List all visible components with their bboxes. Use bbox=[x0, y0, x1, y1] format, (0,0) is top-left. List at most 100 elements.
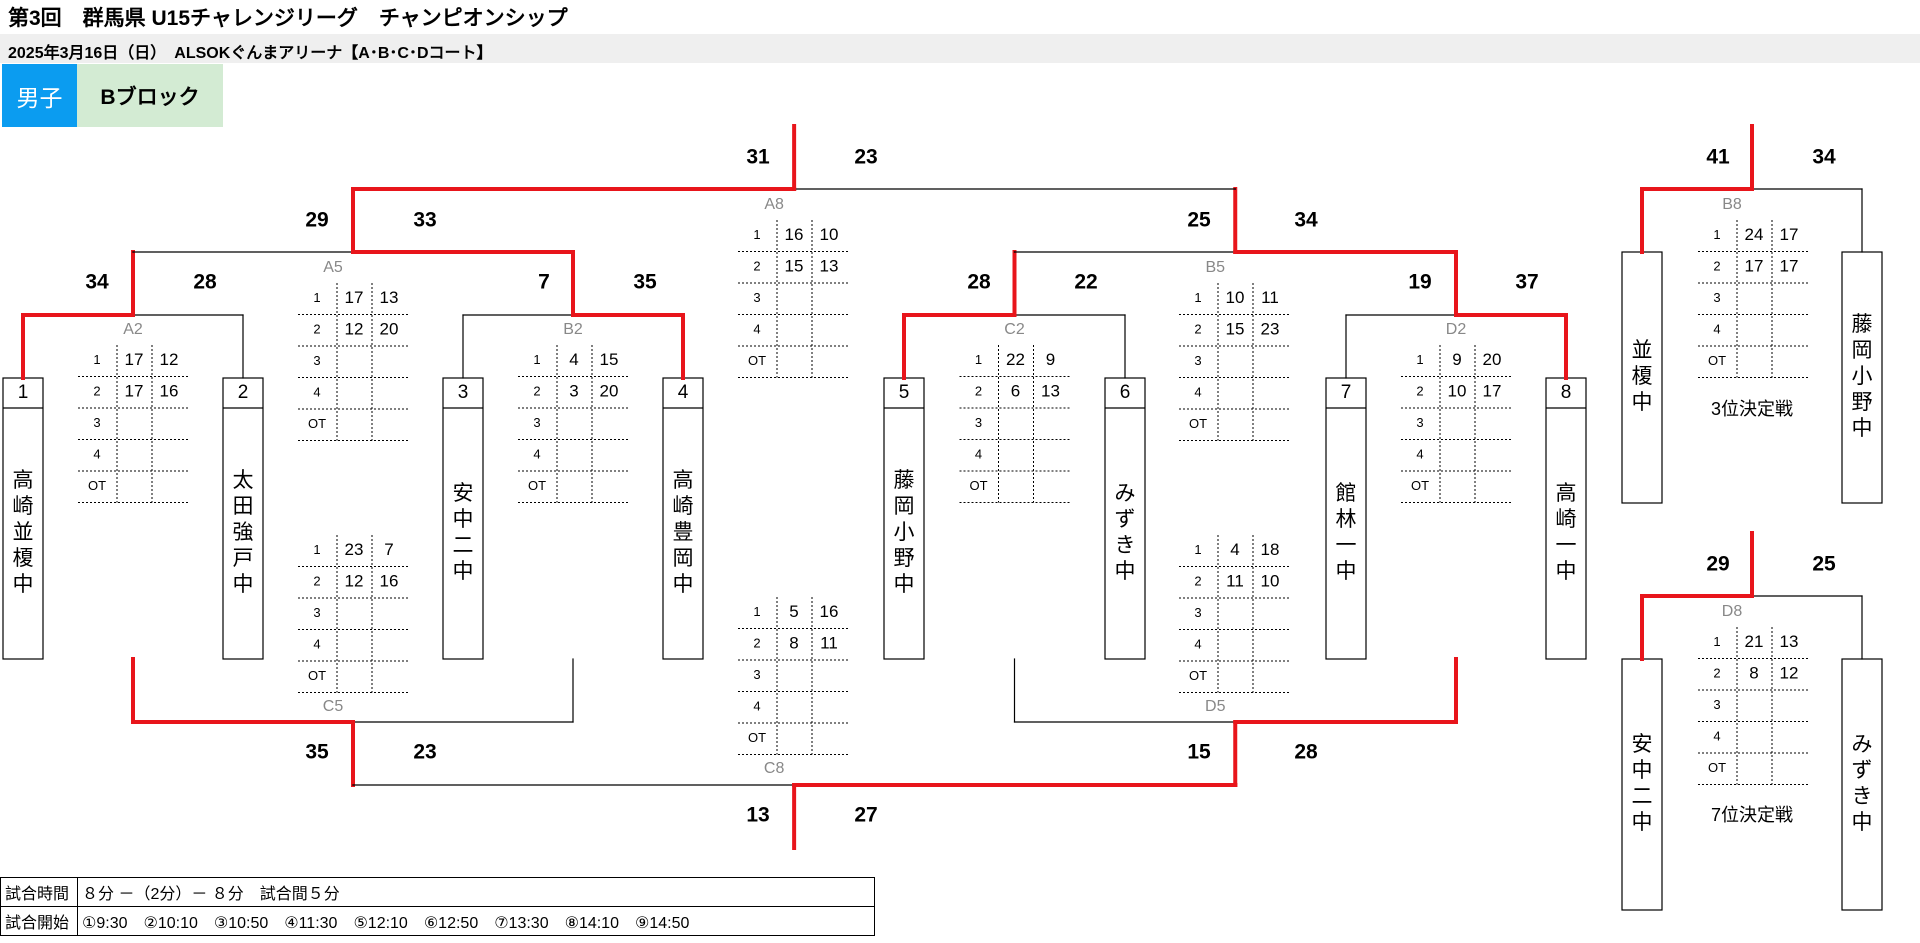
team-name-char: 中 bbox=[453, 560, 474, 583]
period-label: 1 bbox=[1713, 227, 1720, 242]
period-label: OT bbox=[1189, 668, 1207, 683]
final-score-left: 15 bbox=[1187, 741, 1211, 764]
period-score-right: 11 bbox=[820, 634, 838, 653]
period-label: 2 bbox=[1713, 259, 1720, 274]
period-score-left: 21 bbox=[1745, 632, 1764, 651]
period-score-left: 17 bbox=[1745, 257, 1764, 276]
final-score-left: 29 bbox=[1706, 553, 1729, 576]
period-label: 4 bbox=[975, 447, 982, 462]
team-box-6 bbox=[1104, 377, 1146, 660]
team-name-char: 田 bbox=[233, 495, 254, 518]
game-code-d2: D2 bbox=[1446, 321, 1467, 338]
team-name-char: 中 bbox=[1115, 560, 1136, 583]
duration-label: 試合時間 bbox=[0, 877, 78, 907]
period-label: 3 bbox=[1194, 605, 1201, 620]
schedule-row-duration: 試合時間 ８分 －（2分）－ ８分 試合間５分 bbox=[0, 877, 875, 907]
period-label: OT bbox=[1411, 478, 1429, 493]
team-name-char: 中 bbox=[233, 573, 254, 596]
final-score-left: 29 bbox=[305, 209, 328, 232]
team-seed: 4 bbox=[678, 382, 689, 403]
period-label: 4 bbox=[1713, 322, 1720, 337]
period-score-left: 10 bbox=[1226, 288, 1245, 307]
period-label: 1 bbox=[1194, 542, 1201, 557]
period-label: 4 bbox=[753, 322, 760, 337]
period-label: 4 bbox=[753, 699, 760, 714]
team-name-char: 並 bbox=[1632, 339, 1653, 362]
team-box-3 bbox=[442, 377, 484, 660]
period-label: 1 bbox=[93, 352, 100, 367]
period-score-right: 15 bbox=[600, 350, 619, 369]
period-score-right: 13 bbox=[380, 288, 399, 307]
team-box-d8-right bbox=[1841, 658, 1883, 911]
period-label: 2 bbox=[1416, 384, 1423, 399]
team-seed: 6 bbox=[1120, 382, 1131, 403]
period-label: 2 bbox=[313, 322, 320, 337]
team-name-char: 一 bbox=[1336, 534, 1357, 557]
period-label: 3 bbox=[93, 415, 100, 430]
period-label: 2 bbox=[1194, 574, 1201, 589]
period-label: 3 bbox=[313, 605, 320, 620]
period-label: 2 bbox=[533, 384, 540, 399]
period-score-left: 3 bbox=[569, 382, 578, 401]
team-seed: 2 bbox=[238, 382, 249, 403]
period-score-left: 8 bbox=[1749, 664, 1758, 683]
period-score-left: 10 bbox=[1448, 382, 1467, 401]
game-code-b2: B2 bbox=[563, 321, 583, 338]
team-box-8 bbox=[1545, 377, 1587, 660]
team-name-char: き bbox=[1115, 534, 1136, 557]
team-name-char: 中 bbox=[453, 508, 474, 531]
team-seed: 7 bbox=[1341, 382, 1352, 403]
game-code-a5: A5 bbox=[323, 259, 343, 276]
game-code-d5: D5 bbox=[1205, 698, 1226, 715]
period-score-right: 7 bbox=[384, 540, 393, 559]
period-score-left: 16 bbox=[785, 225, 804, 244]
period-label: 4 bbox=[1194, 637, 1201, 652]
period-label: 1 bbox=[313, 290, 320, 305]
period-label: OT bbox=[528, 478, 546, 493]
team-name-char: 中 bbox=[1852, 417, 1873, 440]
period-score-right: 13 bbox=[820, 257, 839, 276]
team-box-2 bbox=[222, 377, 264, 660]
team-name-char: 中 bbox=[1336, 560, 1357, 583]
final-score-left: 25 bbox=[1187, 209, 1211, 232]
team-name-char: 中 bbox=[1852, 811, 1873, 834]
team-seed: 5 bbox=[899, 382, 910, 403]
team-name-char: 中 bbox=[1632, 811, 1653, 834]
team-name-char: 安 bbox=[1632, 733, 1653, 756]
period-label: OT bbox=[1708, 760, 1726, 775]
team-name-char: 岡 bbox=[1852, 339, 1873, 362]
period-label: 1 bbox=[1713, 634, 1720, 649]
period-label: 3 bbox=[1416, 415, 1423, 430]
period-label: OT bbox=[308, 416, 326, 431]
team-seed: 8 bbox=[1561, 382, 1572, 403]
team-name-char: 戸 bbox=[233, 547, 254, 570]
team-name-char: 野 bbox=[1852, 391, 1873, 414]
final-score-right: 37 bbox=[1515, 271, 1538, 294]
game-code-c5: C5 bbox=[323, 698, 344, 715]
period-label: 4 bbox=[93, 447, 100, 462]
team-name-char: 崎 bbox=[673, 495, 694, 518]
final-score-right: 23 bbox=[413, 741, 436, 764]
final-score-right: 27 bbox=[854, 804, 877, 827]
team-name-char: 藤 bbox=[1852, 313, 1873, 336]
final-score-left: 35 bbox=[305, 741, 329, 764]
period-label: 1 bbox=[1194, 290, 1201, 305]
period-label: 2 bbox=[1194, 322, 1201, 337]
seventh-place-label: 7位決定戦 bbox=[1711, 805, 1793, 825]
third-place-label: 3位決定戦 bbox=[1711, 399, 1793, 419]
team-seed: 3 bbox=[458, 382, 469, 403]
period-label: 2 bbox=[753, 636, 760, 651]
team-name-char: 二 bbox=[1632, 785, 1653, 808]
team-name-char: 高 bbox=[673, 469, 694, 492]
schedule-row-start: 試合開始 ①9:30 ②10:10 ③10:50 ④11:30 ⑤12:10 ⑥… bbox=[0, 906, 875, 936]
period-score-left: 11 bbox=[1226, 572, 1244, 591]
period-label: OT bbox=[969, 478, 987, 493]
team-name-char: 中 bbox=[1632, 391, 1653, 414]
final-score-right: 22 bbox=[1074, 271, 1097, 294]
period-score-right: 20 bbox=[380, 320, 399, 339]
period-label: 4 bbox=[533, 447, 540, 462]
team-name-char: 二 bbox=[453, 534, 474, 557]
team-name-char: 藤 bbox=[894, 469, 915, 492]
period-score-right: 12 bbox=[160, 350, 179, 369]
